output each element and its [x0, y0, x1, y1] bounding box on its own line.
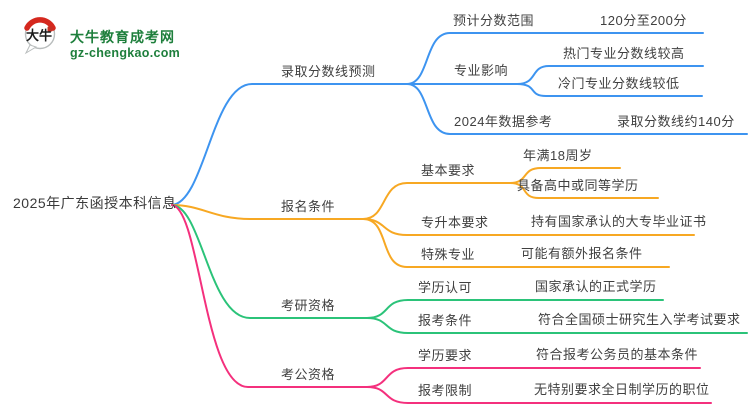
node-postgrad: 考研资格 — [281, 298, 336, 313]
curve-civil-service — [171, 204, 368, 388]
node-civil-limit-value: 无特别要求全日制学历的职位 — [534, 382, 710, 397]
curve-degree-recognition — [366, 299, 664, 319]
node-special-major-value: 可能有额外报名条件 — [521, 246, 643, 261]
node-basic-req: 基本要求 — [421, 163, 476, 178]
node-upgrade-req: 专升本要求 — [421, 215, 489, 230]
logo-bull-icon: 大牛 — [24, 17, 56, 55]
node-2024-data: 2024年数据参考 — [454, 114, 553, 129]
curve-highschool-req — [509, 182, 659, 199]
node-civil-degree-req-value: 符合报考公务员的基本条件 — [536, 347, 699, 362]
node-civil-limit: 报考限制 — [418, 383, 473, 398]
curve-score-range — [406, 32, 704, 85]
root-node: 2025年广东函授本科信息 — [13, 195, 177, 211]
site-logo: 大牛 大牛教育成考网 gz-chengkao.com — [14, 12, 204, 60]
node-postgrad-condition-value: 符合全国硕士研究生入学考试要求 — [538, 312, 741, 327]
node-hot-major: 热门专业分数线较高 — [563, 46, 685, 61]
curve-score-prediction — [171, 83, 408, 206]
curve-special-major — [362, 218, 670, 268]
node-score-range-value: 120分至200分 — [600, 13, 687, 28]
node-civil-service: 考公资格 — [281, 367, 336, 382]
curve-cold-major — [516, 83, 703, 97]
curve-civil-limit — [366, 386, 712, 404]
node-age-req: 年满18周岁 — [523, 148, 593, 163]
node-degree-recognition: 学历认可 — [418, 280, 473, 295]
node-civil-degree-req: 学历要求 — [418, 348, 473, 363]
node-cold-major: 冷门专业分数线较低 — [558, 76, 680, 91]
logo-site-url: gz-chengkao.com — [70, 46, 181, 60]
node-registration: 报名条件 — [281, 199, 336, 214]
logo-icon-text: 大牛 — [26, 28, 52, 43]
curve-postgrad-condition — [366, 317, 748, 334]
curve-registration — [171, 204, 364, 220]
curve-2024-data — [406, 83, 748, 135]
logo-site-name: 大牛教育成考网 — [70, 29, 175, 45]
node-2024-data-value: 录取分数线约140分 — [617, 114, 735, 129]
curve-basic-req — [362, 182, 511, 220]
node-highschool-req: 具备高中或同等学历 — [517, 178, 639, 193]
node-degree-recognition-value: 国家承认的正式学历 — [535, 279, 657, 294]
node-special-major: 特殊专业 — [421, 247, 476, 262]
curve-civil-degree-req — [366, 367, 701, 388]
node-upgrade-req-value: 持有国家承认的大专毕业证书 — [531, 214, 707, 229]
node-score-prediction: 录取分数线预测 — [281, 64, 376, 79]
node-major-impact: 专业影响 — [454, 63, 509, 78]
node-score-range: 预计分数范围 — [453, 13, 535, 28]
node-postgrad-condition: 报考条件 — [418, 313, 473, 328]
curve-postgrad — [171, 204, 368, 319]
